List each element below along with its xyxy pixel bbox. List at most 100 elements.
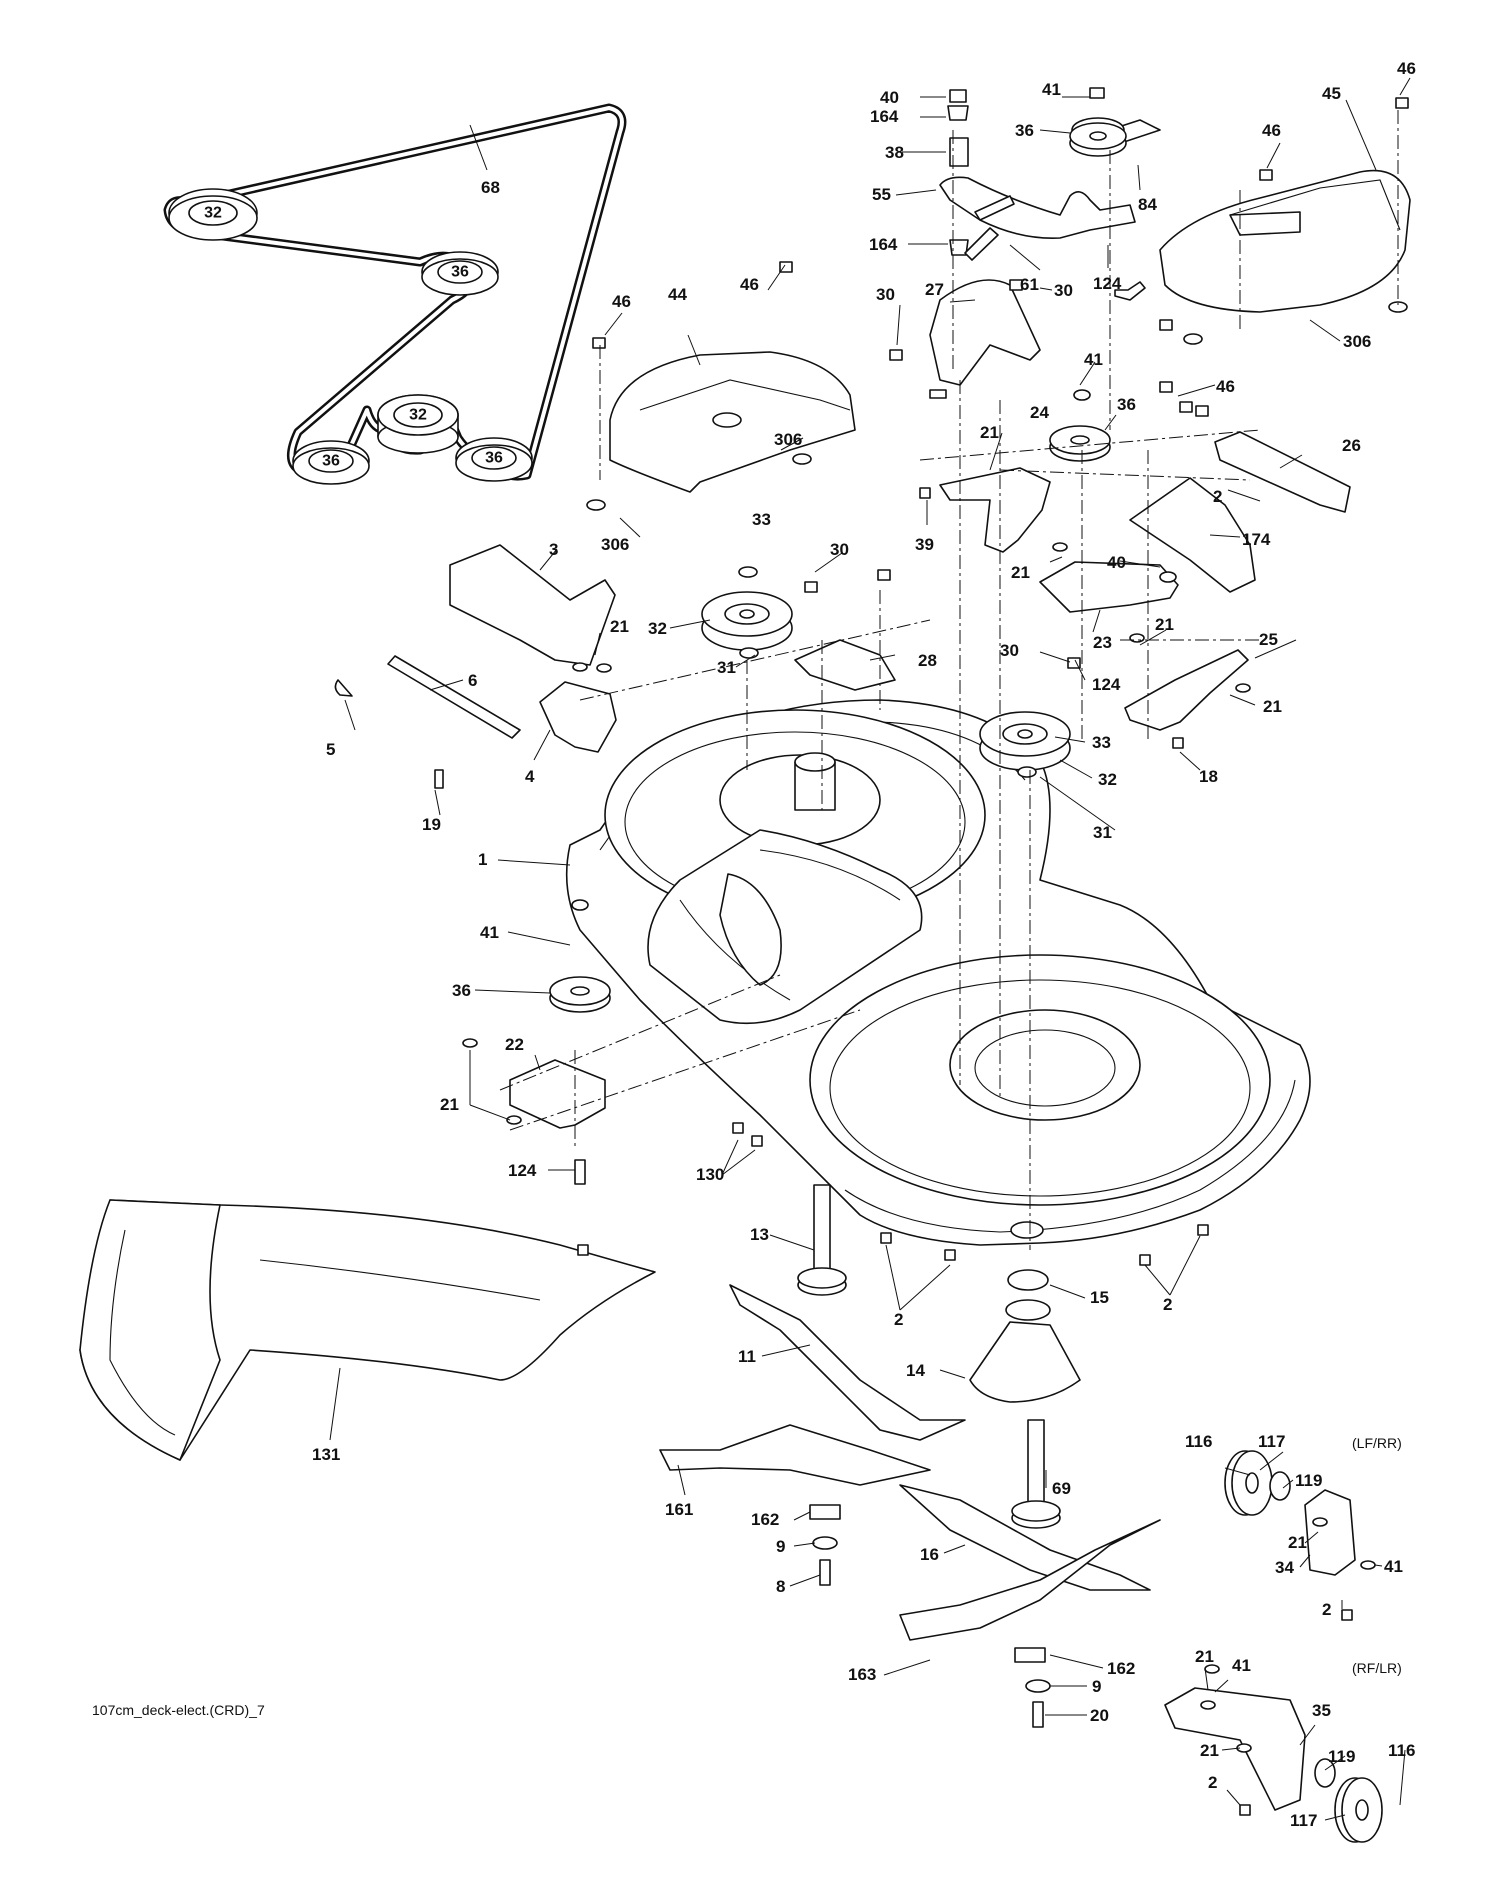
belt-pulley-32-top: 32 (168, 188, 258, 241)
bracket-3 (449, 544, 616, 666)
callout-69: 69 (1052, 1479, 1071, 1498)
callout-38: 38 (885, 143, 904, 162)
callout-124: 124 (508, 1161, 537, 1180)
spindle-housing-14 (969, 1269, 1081, 1403)
callout-35: 35 (1312, 1701, 1331, 1720)
pulley-36-lower (549, 976, 611, 1013)
callout-22: 22 (505, 1035, 524, 1054)
callout-46: 46 (1397, 59, 1416, 78)
callout-116: 116 (1185, 1432, 1212, 1451)
bracket-23 (1039, 561, 1179, 613)
blade-hardware (809, 1504, 1051, 1728)
callout-39: 39 (915, 535, 934, 554)
callout-18: 18 (1199, 767, 1218, 786)
callout-41: 41 (1042, 80, 1061, 99)
wheel-assembly-lf-rr (1224, 1450, 1356, 1576)
callout-21: 21 (610, 617, 629, 636)
position-note-lf-rr: (LF/RR) (1352, 1435, 1402, 1451)
wheel-assembly-rf-lr (1164, 1687, 1383, 1843)
rod-6 (387, 655, 521, 739)
callout-41: 41 (1384, 1557, 1403, 1576)
callout-21: 21 (1195, 1647, 1214, 1666)
callout-46: 46 (1262, 121, 1281, 140)
belt-pulley-label: 32 (204, 205, 222, 222)
spindle-shaft-13 (797, 1184, 847, 1296)
callout-31: 31 (717, 658, 736, 677)
callout-21: 21 (440, 1095, 459, 1114)
callout-41: 41 (1232, 1656, 1251, 1675)
deck-housing (565, 699, 1311, 1246)
callout-164: 164 (870, 107, 899, 126)
bracket-25 (1124, 649, 1249, 731)
callout-33: 33 (752, 510, 771, 529)
callout-9: 9 (1092, 1677, 1101, 1696)
callout-36: 36 (1117, 395, 1136, 414)
alignment-lines (499, 110, 1399, 1250)
callout-21: 21 (1011, 563, 1030, 582)
callout-36: 36 (452, 981, 471, 1000)
callout-2: 2 (1163, 1295, 1172, 1314)
callout-1: 1 (478, 850, 487, 869)
callout-31: 31 (1093, 823, 1112, 842)
left-belt-cover (609, 351, 856, 493)
callout-117: 117 (1258, 1432, 1285, 1451)
callout-174: 174 (1242, 530, 1271, 549)
bracket-4 (539, 681, 617, 753)
callout-131: 131 (312, 1445, 340, 1464)
callout-21: 21 (1155, 615, 1174, 634)
callout-30: 30 (830, 540, 849, 559)
callout-2: 2 (1213, 487, 1222, 506)
callout-19: 19 (422, 815, 441, 834)
position-note-rf-lr: (RF/LR) (1352, 1660, 1402, 1676)
belt-pulley-label: 36 (322, 453, 340, 470)
callout-21: 21 (1288, 1533, 1307, 1552)
callout-34: 34 (1275, 1558, 1294, 1577)
bracket-26 (1214, 431, 1351, 513)
callout-16: 16 (920, 1545, 939, 1564)
callout-32: 32 (648, 619, 667, 638)
callout-124: 124 (1092, 675, 1121, 694)
callout-2: 2 (1322, 1600, 1331, 1619)
leader-lines (329, 77, 1411, 1821)
callout-46: 46 (740, 275, 759, 294)
callout-14: 14 (906, 1361, 925, 1380)
callout-8: 8 (776, 1577, 785, 1596)
callout-41: 41 (480, 923, 499, 942)
callout-40: 40 (880, 88, 899, 107)
callout-3: 3 (549, 540, 558, 559)
callout-36: 36 (1015, 121, 1034, 140)
belt-pulley-32-center: 32 (377, 394, 459, 454)
callout-24: 24 (1030, 403, 1049, 422)
callout-306: 306 (1343, 332, 1371, 351)
belt-pulley-36-right: 36 (455, 437, 533, 482)
bracket-22 (509, 1059, 606, 1129)
pulley-32-left (701, 591, 793, 651)
pulley-36-mid (1049, 425, 1111, 462)
callout-46: 46 (1216, 377, 1235, 396)
callout-164: 164 (869, 235, 898, 254)
callout-32: 32 (1098, 770, 1117, 789)
callout-41: 41 (1084, 350, 1103, 369)
right-belt-cover (1159, 169, 1411, 313)
callout-13: 13 (750, 1225, 769, 1244)
callout-45: 45 (1322, 84, 1341, 103)
callout-28: 28 (918, 651, 937, 670)
callout-21: 21 (1263, 697, 1282, 716)
callout-2: 2 (894, 1310, 903, 1329)
callout-33: 33 (1092, 733, 1111, 752)
callout-117: 117 (1290, 1811, 1317, 1830)
callout-130: 130 (696, 1165, 724, 1184)
spindle-shaft-69 (1011, 1419, 1061, 1529)
hardware-bolts (334, 97, 1409, 1816)
callout-44: 44 (668, 285, 687, 304)
callout-61: 61 (1020, 275, 1039, 294)
drawing-id: 107cm_deck-elect.(CRD)_7 (92, 1702, 265, 1718)
bracket-28 (794, 639, 896, 691)
callout-5: 5 (326, 740, 335, 759)
callout-55: 55 (872, 185, 891, 204)
belt-pulley-label: 32 (409, 407, 427, 424)
callout-306: 306 (601, 535, 629, 554)
blade-163 (899, 1519, 1161, 1641)
callout-26: 26 (1342, 436, 1361, 455)
